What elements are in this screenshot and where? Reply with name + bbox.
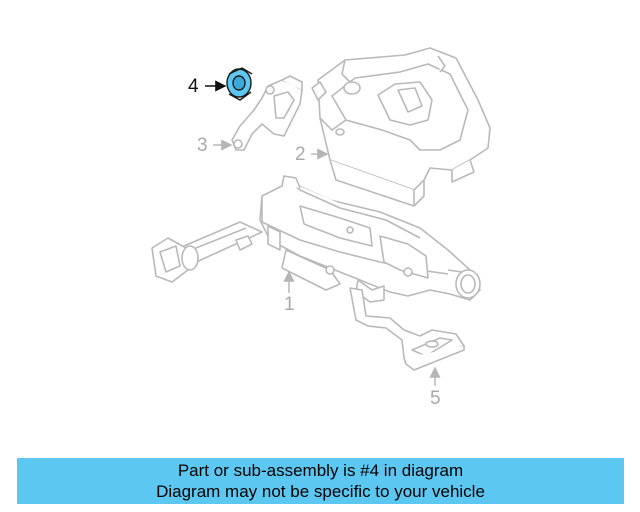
info-banner: Part or sub-assembly is #4 in diagram Di… (17, 458, 624, 504)
callout-number-4: 4 (188, 76, 199, 97)
steering-column-diagram (151, 47, 491, 386)
tilt-lever-part-3 (231, 75, 303, 151)
callout-number-5: 5 (430, 388, 441, 409)
callout-number-3: 3 (197, 135, 208, 156)
banner-line-part-number: Part or sub-assembly is #4 in diagram (177, 461, 464, 480)
grommet-part-4-highlighted (226, 67, 253, 101)
callout-number-2: 2 (295, 144, 306, 165)
bracket-part-5 (349, 287, 465, 371)
column-housing-part-2 (311, 47, 491, 207)
steering-column-part-1 (151, 175, 481, 303)
banner-line-disclaimer: Diagram may not be specific to your vehi… (156, 482, 485, 501)
callout-number-1: 1 (284, 294, 295, 315)
